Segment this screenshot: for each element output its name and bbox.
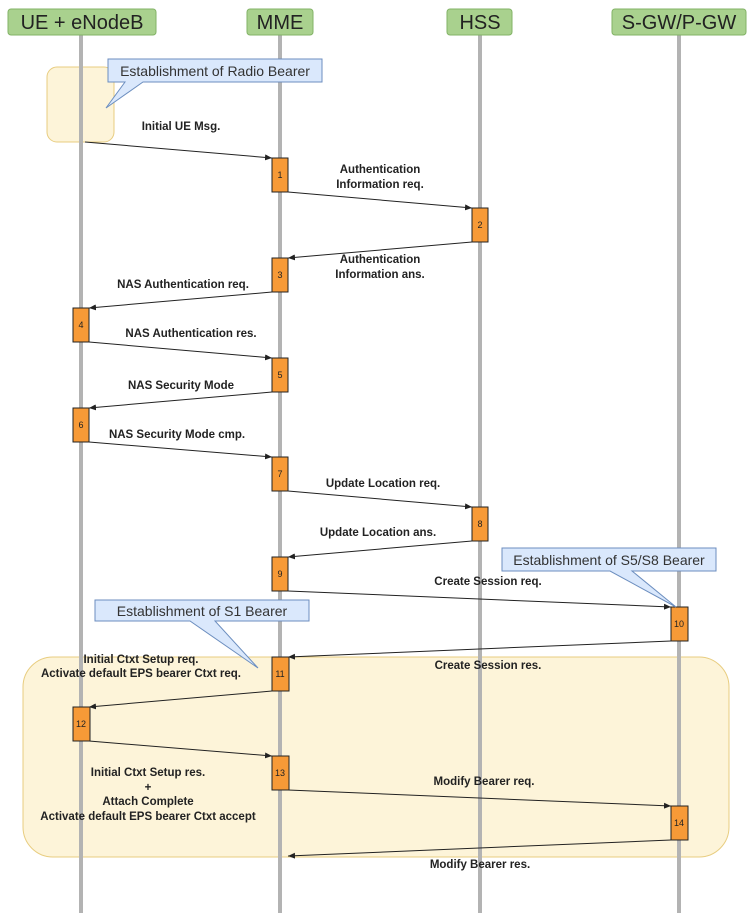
- message-label: Initial Ctxt Setup res.: [91, 767, 205, 779]
- message-label: NAS Authentication req.: [117, 279, 249, 291]
- message-label: Initial Ctxt Setup req.: [83, 654, 198, 666]
- participant-hss: HSS: [446, 8, 513, 36]
- activation-9: 9: [271, 556, 289, 592]
- message-label: Modify Bearer req.: [434, 776, 535, 788]
- message-arrow: [88, 441, 273, 460]
- participant-label: HSS: [459, 12, 500, 34]
- message-arrow: [88, 391, 273, 411]
- svg-text:5: 5: [277, 370, 282, 380]
- message-arrow: [88, 690, 273, 710]
- message-label: NAS Security Mode cmp.: [109, 429, 245, 441]
- message-label: Create Session req.: [434, 576, 541, 588]
- participant-mme: MME: [246, 8, 314, 36]
- message-label: +: [145, 782, 152, 794]
- message-arrow: [84, 141, 273, 161]
- activation-12: 12: [72, 706, 91, 742]
- messages: [84, 141, 672, 859]
- activation-6: 6: [72, 407, 90, 443]
- activation-1: 1: [271, 157, 289, 193]
- svg-text:Establishment of S5/S8 Bearer: Establishment of S5/S8 Bearer: [513, 552, 705, 568]
- message-label: Information ans.: [335, 269, 424, 281]
- message-labels: Initial UE Msg. Authentication Informati…: [40, 121, 541, 871]
- svg-text:9: 9: [277, 569, 282, 579]
- svg-text:Establishment of Radio Bearer: Establishment of Radio Bearer: [120, 63, 310, 79]
- message-label: Modify Bearer res.: [430, 859, 530, 871]
- message-arrow: [287, 789, 672, 809]
- svg-text:Establishment of S1 Bearer: Establishment of S1 Bearer: [117, 603, 288, 619]
- message-arrow: [287, 640, 672, 660]
- callout-s5s8-bearer: Establishment of S5/S8 Bearer: [501, 547, 717, 608]
- message-arrow: [287, 839, 672, 859]
- activation-5: 5: [271, 357, 289, 393]
- s1-bearer-zone: [22, 656, 730, 858]
- message-label: NAS Authentication res.: [125, 328, 256, 340]
- message-arrow: [287, 540, 473, 560]
- message-label: Update Location req.: [326, 478, 440, 490]
- svg-text:8: 8: [477, 519, 482, 529]
- message-label: Authentication: [340, 254, 421, 266]
- message-arrow: [287, 241, 473, 261]
- activation-2: 2: [471, 207, 489, 243]
- participant-sgw: S-GW/P-GW: [611, 8, 747, 36]
- participant-label: UE + eNodeB: [21, 12, 144, 34]
- activation-8: 8: [471, 506, 489, 542]
- callout-s1-bearer: Establishment of S1 Bearer: [94, 599, 310, 669]
- svg-text:1: 1: [277, 170, 282, 180]
- message-arrow: [287, 191, 473, 211]
- activation-10: 10: [670, 606, 689, 642]
- activation-3: 3: [271, 257, 289, 293]
- svg-text:3: 3: [277, 270, 282, 280]
- message-label: Update Location ans.: [320, 527, 436, 539]
- svg-text:4: 4: [78, 320, 83, 330]
- svg-text:12: 12: [76, 719, 86, 729]
- svg-text:11: 11: [275, 669, 284, 679]
- activation-13: 13: [271, 755, 290, 791]
- svg-text:14: 14: [674, 818, 684, 828]
- svg-text:13: 13: [275, 768, 285, 778]
- svg-text:10: 10: [674, 619, 684, 629]
- activation-4: 4: [72, 307, 90, 343]
- message-label: Create Session res.: [435, 660, 542, 672]
- participant-label: MME: [257, 12, 304, 34]
- message-label: Information req.: [336, 179, 424, 191]
- callout-radio-bearer: Establishment of Radio Bearer: [105, 58, 323, 109]
- participant-label: S-GW/P-GW: [622, 12, 737, 34]
- message-arrow: [287, 490, 473, 510]
- message-label: Activate default EPS bearer Ctxt accept: [40, 811, 256, 823]
- message-label: Authentication: [340, 164, 421, 176]
- activations: 1 2 3 4 5 6 7 8 9 10 11 12 13 14: [72, 157, 689, 841]
- svg-text:7: 7: [277, 469, 282, 479]
- activation-7: 7: [271, 456, 289, 492]
- message-arrow: [287, 590, 672, 610]
- message-label: Attach Complete: [102, 796, 193, 808]
- activation-14: 14: [670, 805, 689, 841]
- message-arrow: [88, 740, 273, 759]
- message-label: Initial UE Msg.: [142, 121, 221, 133]
- message-arrow: [88, 291, 273, 311]
- message-label: NAS Security Mode: [128, 380, 234, 392]
- activation-11: 11: [271, 656, 290, 692]
- message-label: Activate default EPS bearer Ctxt req.: [41, 668, 241, 680]
- svg-text:6: 6: [78, 420, 83, 430]
- participant-ue: UE + eNodeB: [7, 8, 157, 36]
- message-arrow: [88, 341, 273, 361]
- svg-text:2: 2: [477, 220, 482, 230]
